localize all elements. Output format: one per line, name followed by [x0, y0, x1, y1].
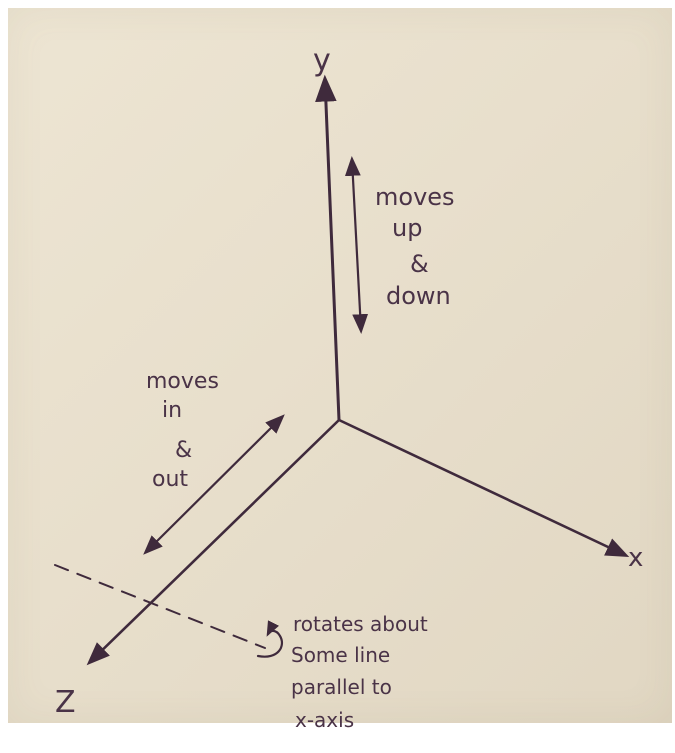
in-out-note-line-3: & [175, 438, 192, 463]
up-down-note: moves up & down [375, 183, 455, 310]
x-axis-label: x [628, 543, 643, 573]
rotate-note-line-1: rotates about [293, 612, 428, 636]
paper-sheet [8, 8, 672, 723]
x-axis-line [337, 418, 630, 557]
rotation-axis-dashed-line [54, 564, 266, 649]
in-out-note: moves in & out [146, 369, 219, 492]
rotate-note: rotates about Some line parallel to x-ax… [291, 612, 428, 732]
y-axis-label: y [313, 43, 331, 78]
in-out-note-line-4: out [152, 467, 188, 492]
up-down-arrow [344, 156, 369, 334]
rotation-curl-arrow [256, 620, 284, 658]
rotate-note-line-4: x-axis [295, 708, 354, 732]
up-down-note-line-2: up [392, 214, 422, 242]
rotate-note-line-3: parallel to [291, 675, 392, 699]
up-down-note-line-4: down [386, 282, 451, 310]
y-axis-line [315, 74, 341, 422]
rotate-note-line-2: Some line [291, 643, 390, 667]
up-down-note-line-1: moves [375, 183, 455, 211]
in-out-note-line-1: moves [146, 369, 219, 394]
in-out-arrow [143, 414, 285, 555]
up-down-note-line-3: & [410, 250, 429, 278]
z-axis-label: Z [55, 685, 76, 720]
in-out-note-line-2: in [162, 398, 182, 423]
